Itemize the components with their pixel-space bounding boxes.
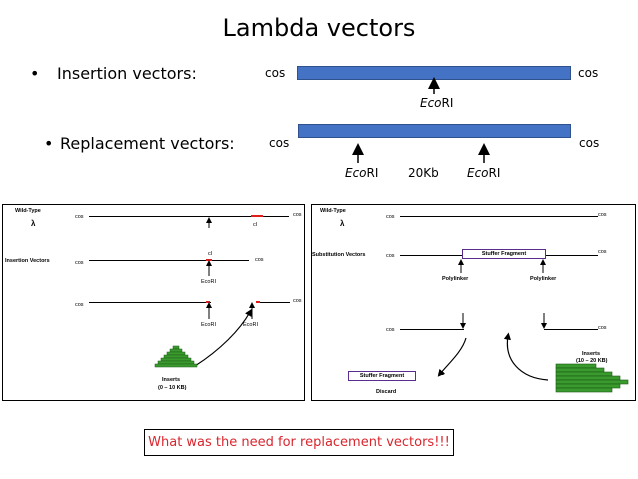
bullet-insertion-vectors: Insertion vectors: [57,64,197,83]
inserts-range-label: (10 – 20 KB) [576,358,608,364]
cos-label: cos [386,214,395,220]
stuffer-fragment-box: Stuffer Fragment [348,371,416,381]
size-label: 20Kb [408,166,439,180]
left-arm-line [400,329,464,330]
cos-label: cos [598,212,607,218]
cos-label: cos [293,298,302,304]
replacement-vector-bar [298,124,571,138]
cos-label: cos [75,302,84,308]
polylinker-label-left: Polylinker [442,276,469,282]
ci-half-mark [256,301,260,303]
wild-type-line [400,216,598,217]
ci-label: cI [208,251,213,257]
cos-label: cos [75,260,84,266]
cos-label: cos [386,327,395,333]
cos-label: cos [255,257,264,263]
substitution-vectors-label: Substitution Vectors [312,252,366,258]
cos-label: cos [293,212,302,218]
cos-label: cos [598,325,607,331]
cos-label: cos [598,249,607,255]
ecori-site-label-right: EcoRI [467,166,501,180]
cut-line-right [256,302,290,303]
ecori-site-label: EcoRI [420,96,454,110]
bullet-dot: • [44,134,54,153]
lambda-label: λ [340,219,345,228]
wild-type-label: Wild-Type [15,208,41,214]
inserts-pyramid [154,345,198,368]
cos-label: cos [386,253,395,259]
cut-line-left [89,302,211,303]
stuffer-fragment-box: Stuffer Fragment [462,249,546,259]
wild-type-line [89,216,289,217]
cos-label-left: cos [269,136,290,150]
ci-gene-mark [251,215,263,217]
insertion-vectors-label: Insertion Vectors [5,258,50,264]
ecori-site-label-left: EcoRI [345,166,379,180]
insertion-vector-line [89,260,249,261]
inserts-range-label: (0 – 10 KB) [158,385,187,391]
polylinker-label-right: Polylinker [530,276,557,282]
question-callout: What was the need for replacement vector… [144,429,454,456]
stuffer-fragment-label: Stuffer Fragment [481,251,527,257]
bullet-dot: • [30,64,40,83]
discard-curved-arrow [437,337,467,377]
stuffer-fragment-label: Stuffer Fragment [359,373,405,379]
ecori-label: EcoRI [201,279,216,285]
cos-label-left: cos [265,66,286,80]
cos-label-right: cos [578,66,599,80]
insert-curved-arrow [194,308,252,367]
insert-curved-arrow [503,332,549,381]
ecori-label: EcoRI [201,322,216,328]
right-arm-line [544,329,598,330]
cos-label-right: cos [579,136,600,150]
discard-label: Discard [376,389,397,395]
bullet-replacement-vectors: Replacement vectors: [60,134,235,153]
vector-arm-right [546,255,598,256]
vector-arm-left [400,255,462,256]
cos-label: cos [75,214,84,220]
ecori-label: EcoRI [243,322,258,328]
ci-label: cI [253,222,258,228]
page-title: Lambda vectors [222,14,416,42]
inserts-label: Inserts [582,351,601,357]
lambda-label: λ [31,219,36,228]
inserts-label: Inserts [162,377,181,383]
inserts-stack [555,363,629,393]
wild-type-label: Wild-Type [320,208,346,214]
